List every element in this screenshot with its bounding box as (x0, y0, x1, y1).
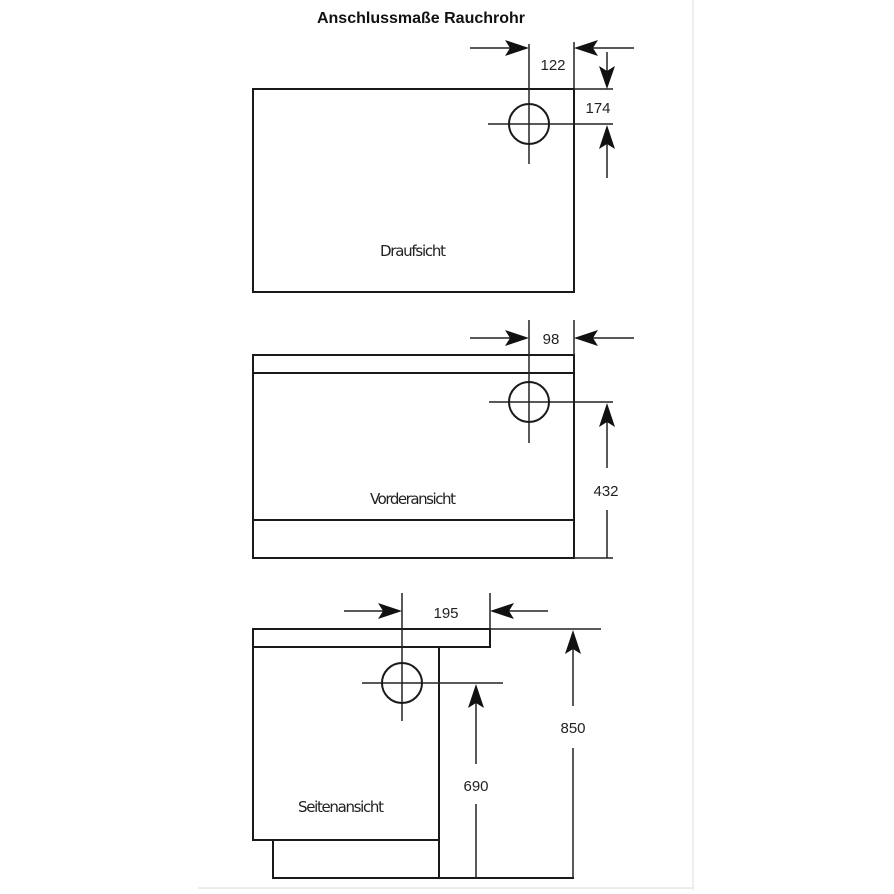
side-view: 195 690 850 Seitenansicht (252, 593, 601, 879)
flue-outlet-circle (508, 381, 550, 423)
top-view: 122 174 Draufsicht (252, 40, 634, 293)
flue-outlet-circle (381, 662, 423, 704)
arrow-up-icon (565, 630, 581, 654)
view-label-top: Draufsicht (380, 242, 446, 260)
flue-outlet-circle (508, 103, 550, 145)
arrow-right-icon (378, 603, 402, 619)
side-body-outline (252, 646, 440, 841)
arrow-left-icon (574, 330, 598, 346)
view-label-front: Vorderansicht (370, 490, 456, 508)
arrow-left-icon (490, 603, 514, 619)
dim-174: 174 (585, 100, 610, 117)
dim-195: 195 (433, 605, 458, 622)
view-label-side: Seitenansicht (298, 798, 384, 816)
arrow-up-icon (468, 684, 484, 708)
dim-432: 432 (593, 483, 618, 500)
arrow-right-icon (505, 330, 529, 346)
arrow-right-icon (505, 40, 529, 56)
diagram-title: Anschlussmaße Rauchrohr (317, 10, 525, 27)
arrow-up-icon (599, 125, 615, 149)
dim-122: 122 (540, 57, 565, 74)
dim-98: 98 (543, 331, 560, 348)
arrow-up-icon (599, 403, 615, 427)
top-plate-outline (252, 628, 491, 648)
top-view-outline (252, 88, 575, 293)
base-outline (272, 840, 574, 879)
arrow-left-icon (574, 40, 598, 56)
front-view-outline (252, 354, 575, 559)
dim-850: 850 (560, 720, 585, 737)
front-view: 98 432 Vorderansicht (252, 320, 634, 559)
dim-690: 690 (463, 778, 488, 795)
arrow-down-icon (599, 66, 615, 89)
